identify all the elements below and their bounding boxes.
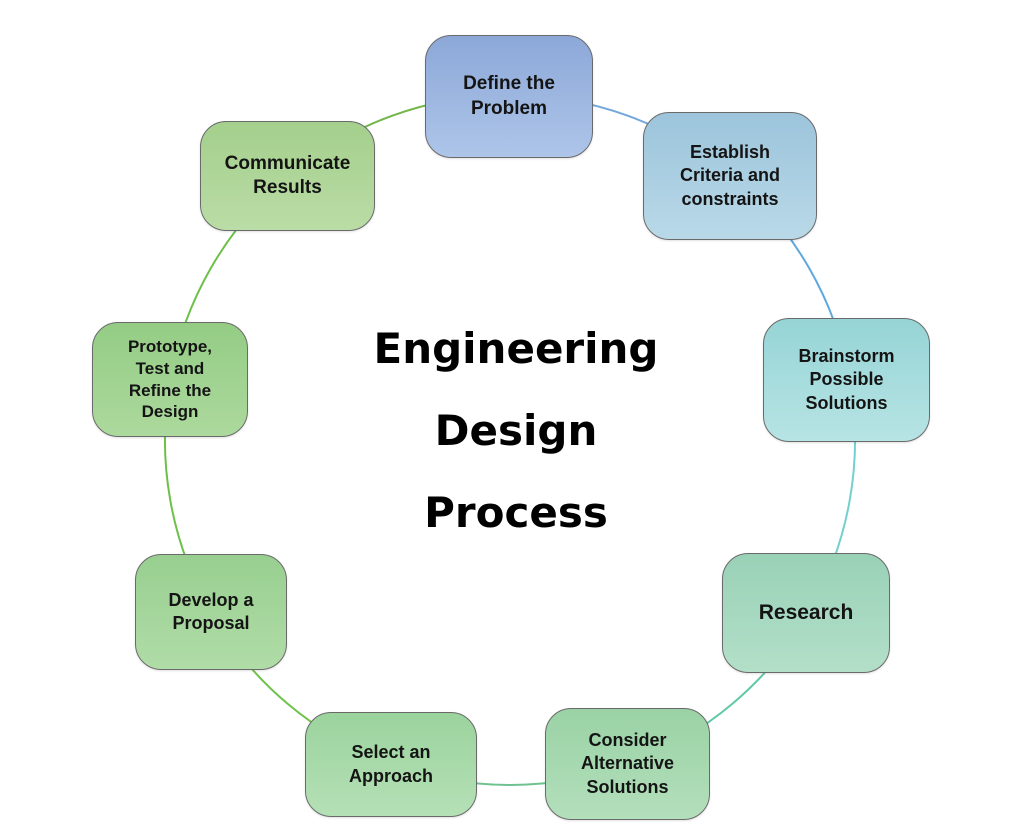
step-label: Consider Alternative Solutions xyxy=(580,730,675,797)
step-select-approach: Select an Approach xyxy=(305,712,477,817)
step-research: Research xyxy=(722,553,890,673)
step-label: Define the Problem xyxy=(463,73,555,119)
step-prototype-test-refine: Prototype, Test and Refine the Design xyxy=(92,322,248,437)
step-label: Establish Criteria and constraints xyxy=(679,142,781,209)
step-develop-proposal: Develop a Proposal xyxy=(135,554,287,670)
title-line: Process xyxy=(424,488,608,538)
step-consider-alternatives: Consider Alternative Solutions xyxy=(545,708,710,820)
step-label: Select an Approach xyxy=(348,742,433,786)
step-label: Research xyxy=(758,600,854,624)
step-define-the-problem: Define the Problem xyxy=(425,35,593,158)
step-brainstorm-solutions: Brainstorm Possible Solutions xyxy=(763,318,930,442)
step-establish-criteria: Establish Criteria and constraints xyxy=(643,112,817,240)
step-label: Develop a Proposal xyxy=(168,589,254,633)
step-label: Prototype, Test and Refine the Design xyxy=(127,337,213,422)
step-label: Communicate Results xyxy=(224,152,351,198)
title-line: Design xyxy=(434,406,598,456)
diagram-title: Engineering Design Process xyxy=(373,324,659,538)
title-line: Engineering xyxy=(373,324,659,373)
step-communicate-results: Communicate Results xyxy=(200,121,375,231)
step-label: Brainstorm Possible Solutions xyxy=(798,346,895,413)
